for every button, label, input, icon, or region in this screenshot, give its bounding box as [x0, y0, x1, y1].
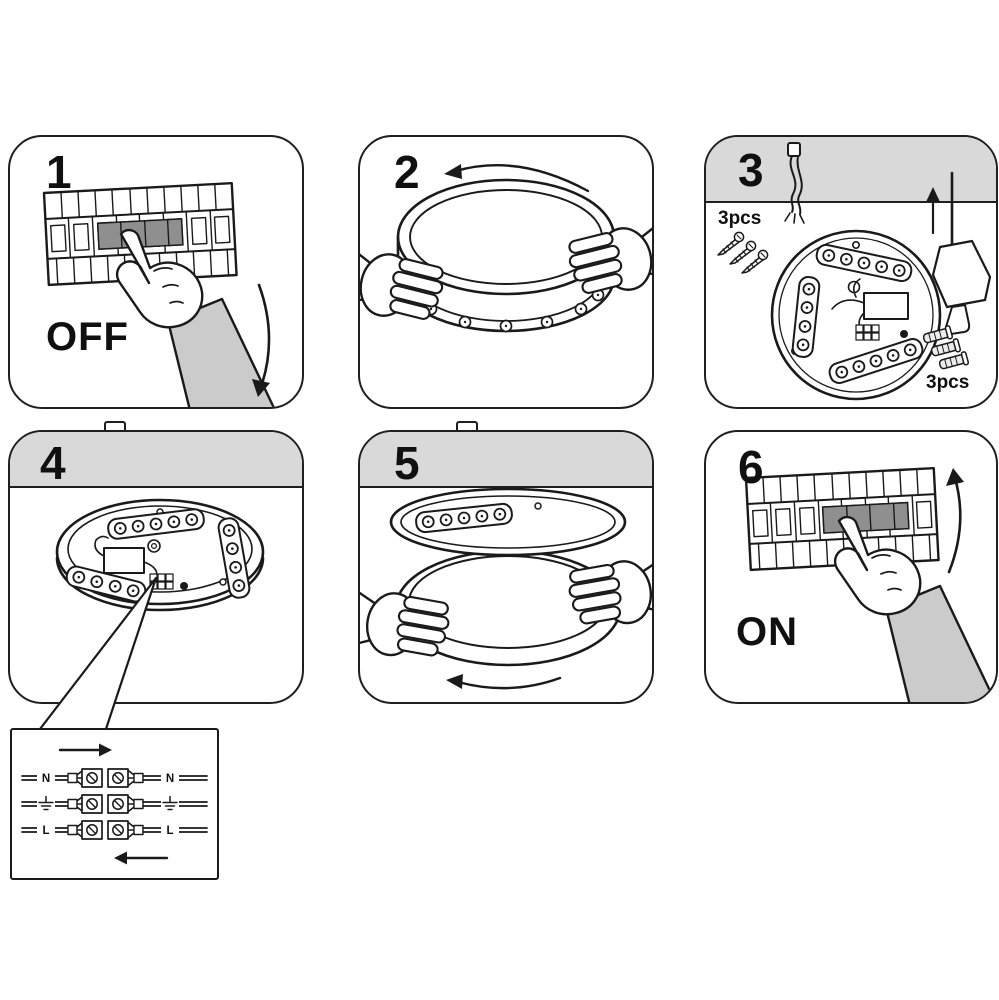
step-header — [360, 432, 652, 488]
wiring-detail-box: N N — [10, 728, 219, 880]
wire-row: L L — [21, 820, 208, 840]
wire-row: N N — [21, 768, 208, 788]
step6-illustration — [744, 466, 996, 702]
step-number: 2 — [394, 146, 420, 198]
earth-ground-icon — [162, 795, 178, 811]
off-label: OFF — [46, 315, 129, 359]
step-panel-2: 2 — [358, 135, 654, 409]
step-number: 1 — [46, 146, 72, 198]
step-number: 4 — [40, 437, 66, 489]
screws — [717, 231, 769, 274]
mounted-base — [389, 487, 627, 557]
screwdriver — [931, 171, 992, 335]
terminal-label-n-left: N — [42, 773, 50, 785]
screws-count-label: 3pcs — [718, 208, 762, 229]
step-panel-5: 5 — [358, 430, 654, 704]
terminal-block — [855, 324, 880, 341]
arrow-up-icon — [946, 468, 964, 574]
terminal-label-n-right: N — [166, 773, 174, 785]
terminal-label-l-left: L — [42, 825, 49, 837]
arrow-up-icon — [926, 187, 940, 235]
mounting-plate — [770, 229, 942, 401]
wire-row — [21, 794, 208, 814]
diffuser-ring — [394, 549, 622, 667]
wiring-diagram: N N — [21, 743, 208, 865]
mounted-base — [55, 498, 265, 612]
arrow-left-icon — [114, 851, 169, 865]
mains-wire — [784, 142, 805, 224]
earth-ground-icon — [38, 795, 54, 811]
rotate-ccw-arrow-icon — [444, 164, 590, 193]
terminal-block — [149, 573, 174, 590]
rotate-ccw-arrow-icon — [446, 674, 562, 690]
step-panel-4: 4 — [8, 430, 304, 704]
step-number: 3 — [738, 144, 764, 196]
anchors-count-label: 3pcs — [926, 372, 970, 393]
step2-illustration — [360, 164, 652, 333]
terminal-label-l-right: L — [166, 825, 173, 837]
step-panel-1: 1 OFF — [8, 135, 304, 409]
step5-illustration — [360, 487, 652, 690]
arrow-right-icon — [58, 743, 112, 757]
on-label: ON — [736, 610, 798, 654]
step-number: 6 — [738, 441, 764, 493]
step-number: 5 — [394, 437, 420, 489]
driver-box — [103, 547, 145, 574]
step-header — [10, 432, 302, 488]
step1-illustration — [42, 181, 286, 407]
step-header — [706, 137, 996, 203]
step3-illustration — [717, 142, 992, 401]
driver-box — [863, 292, 909, 320]
step-panel-3: 3 3pcs 3pcs — [704, 135, 998, 409]
step-panel-6: 6 ON — [704, 430, 998, 704]
arrow-down-icon — [252, 283, 271, 397]
breaker-toggles-on — [821, 501, 910, 534]
